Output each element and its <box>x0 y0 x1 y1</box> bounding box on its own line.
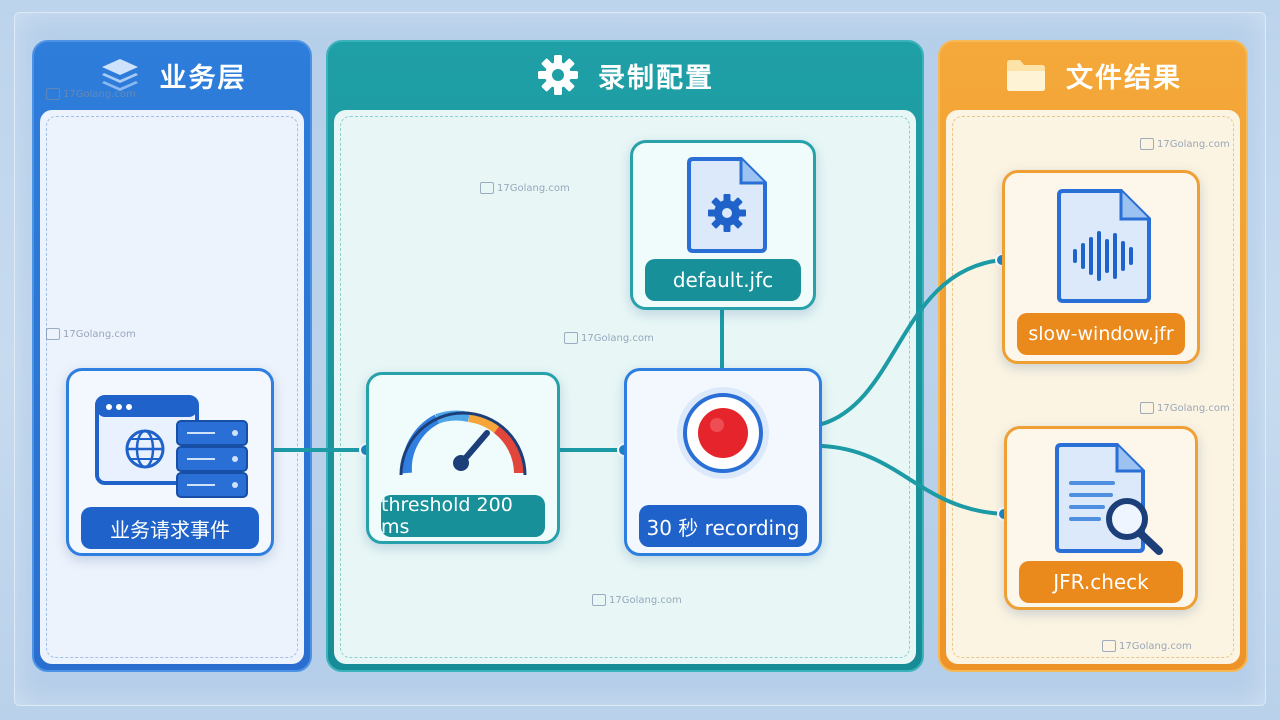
link-recording-check <box>820 444 1006 516</box>
node-slow-window-jfr: slow-window.jfr <box>1002 170 1200 364</box>
watermark: 17Golang.com <box>592 594 682 606</box>
gear-icon <box>538 55 578 95</box>
panel-header-recording: 录制配置 <box>328 42 922 108</box>
browser-server-icon <box>95 395 248 498</box>
watermark: 17Golang.com <box>1140 402 1230 414</box>
node-business-event: 业务请求事件 <box>66 368 274 556</box>
panel-title-recording: 录制配置 <box>598 62 714 94</box>
watermark: 17Golang.com <box>46 88 136 100</box>
panel-header-business: 业务层 <box>34 42 310 108</box>
node-recording: 30 秒 recording <box>624 368 822 556</box>
node-threshold: threshold 200 ms <box>366 372 560 544</box>
node-default-jfc: default.jfc <box>630 140 816 310</box>
node-label-check: JFR.check <box>1019 561 1183 603</box>
watermark: 17Golang.com <box>480 182 570 194</box>
watermark: 17Golang.com <box>1140 138 1230 150</box>
settings-file-icon <box>687 157 767 253</box>
audio-file-icon <box>1057 189 1151 303</box>
record-icon <box>677 387 769 479</box>
panel-title-business: 业务层 <box>159 62 247 94</box>
node-label-threshold: threshold 200 ms <box>381 494 545 538</box>
gauge-icon <box>399 410 527 476</box>
folder-icon <box>1007 60 1045 91</box>
node-label-recording: 30 秒 recording <box>639 505 807 547</box>
search-file-icon <box>1055 443 1163 555</box>
watermark: 17Golang.com <box>46 328 136 340</box>
watermark: 17Golang.com <box>564 332 654 344</box>
node-label-config: default.jfc <box>645 259 801 301</box>
node-jfr-check: JFR.check <box>1004 426 1198 610</box>
link-recording-slowjfr <box>820 258 1004 426</box>
layers-icon <box>101 59 138 91</box>
watermark: 17Golang.com <box>1102 640 1192 652</box>
node-label-event: 业务请求事件 <box>81 507 259 549</box>
panel-title-files: 文件结果 <box>1066 62 1182 94</box>
node-label-slow-jfr: slow-window.jfr <box>1017 313 1185 355</box>
panel-header-files: 文件结果 <box>940 42 1246 108</box>
